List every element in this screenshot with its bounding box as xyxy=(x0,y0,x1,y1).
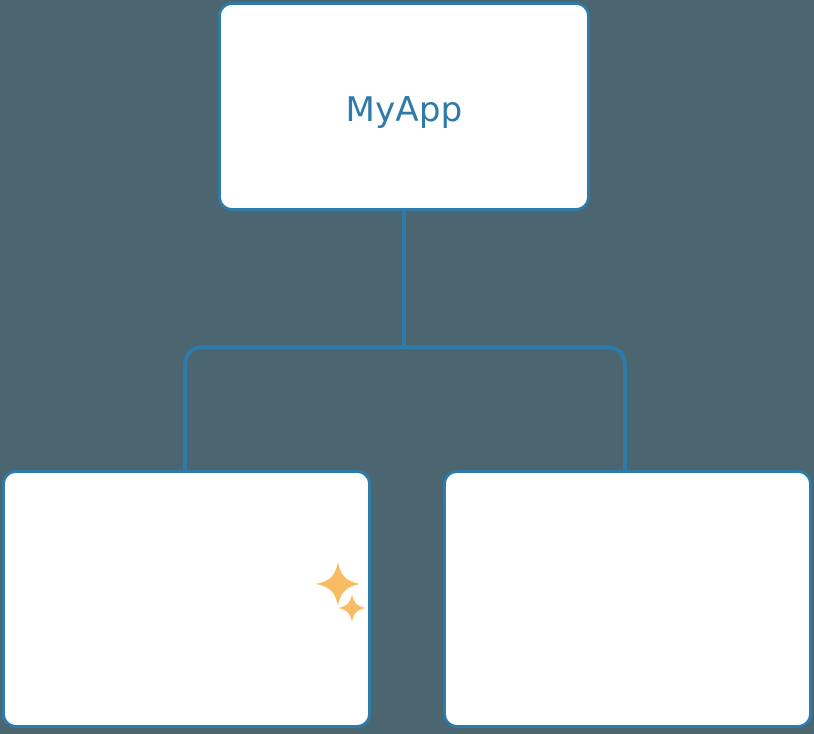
node-card-myapp[interactable]: MyApp xyxy=(218,2,590,211)
node-card-mybutton-right[interactable]: MyButton xyxy=(443,470,812,728)
node-title: MyApp xyxy=(345,90,463,130)
sparkle-large-icon xyxy=(316,562,360,606)
sparkle-small-icon xyxy=(338,594,366,622)
edge-split-bar xyxy=(183,345,627,472)
